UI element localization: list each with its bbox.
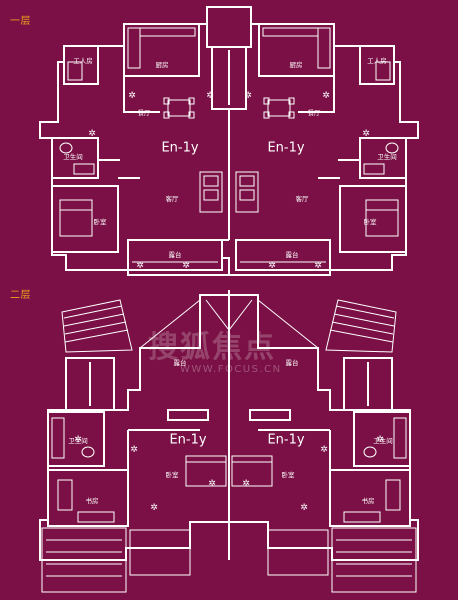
room-label-terrace: 露台 — [285, 359, 299, 367]
room-label-bedroom: 卧室 — [165, 471, 179, 479]
unit-label-first-left: En-1y — [161, 140, 199, 156]
svg-text:✲: ✲ — [150, 503, 158, 513]
svg-text:✲: ✲ — [206, 91, 214, 101]
svg-text:✲: ✲ — [300, 503, 308, 513]
svg-text:✲: ✲ — [322, 91, 330, 101]
room-label-bathroom: 卫生间 — [373, 437, 393, 445]
room-label-bedroom: 卧室 — [93, 218, 107, 226]
room-label-terrace: 露台 — [285, 251, 299, 259]
svg-text:✲: ✲ — [128, 91, 136, 101]
unit-label-first-right: En-1y — [267, 140, 305, 156]
watermark-logo-text: 搜狐焦点 — [148, 330, 276, 365]
svg-text:✲: ✲ — [136, 261, 144, 271]
room-label-study: 书房 — [85, 497, 99, 505]
room-label-terrace: 露台 — [168, 251, 182, 259]
first-floor-walls — [39, 6, 419, 276]
room-label-bathroom: 卫生间 — [68, 437, 88, 445]
svg-text:✲: ✲ — [208, 479, 216, 489]
svg-text:✲: ✲ — [74, 435, 82, 445]
svg-text:✲: ✲ — [242, 479, 250, 489]
svg-text:✲: ✲ — [362, 129, 370, 139]
svg-text:✲: ✲ — [268, 261, 276, 271]
unit-label-second-right: En-1y — [267, 432, 305, 448]
second-floor-label: 二层 — [10, 290, 31, 301]
svg-text:✲: ✲ — [320, 445, 328, 455]
room-label-dining: 餐厅 — [307, 109, 321, 117]
svg-text:✲: ✲ — [130, 445, 138, 455]
room-label-kitchen: 厨房 — [155, 61, 169, 69]
room-label-bathroom: 卫生间 — [377, 153, 397, 161]
svg-text:✲: ✲ — [244, 91, 252, 101]
room-label-kitchen: 厨房 — [289, 61, 303, 69]
unit-label-second-left: En-1y — [169, 432, 207, 448]
room-label-living: 客厅 — [295, 195, 309, 203]
room-label-terrace: 露台 — [173, 359, 187, 367]
svg-text:✲: ✲ — [88, 129, 96, 139]
room-label-worker-room: 工人房 — [73, 57, 93, 65]
room-label-living: 客厅 — [165, 195, 179, 203]
svg-text:✲: ✲ — [182, 261, 190, 271]
svg-text:✲: ✲ — [314, 261, 322, 271]
room-label-bedroom: 卧室 — [363, 218, 377, 226]
svg-text:✲: ✲ — [376, 435, 384, 445]
light-symbols: ✲ ✲ ✲ ✲ ✲ ✲ ✲ ✲ ✲ ✲ ✲ ✲ ✲ ✲ ✲ ✲ ✲ ✲ — [74, 91, 384, 513]
roof-tiles — [41, 299, 417, 593]
room-label-study: 书房 — [361, 497, 375, 505]
second-floor-walls — [39, 290, 419, 561]
room-label-dining: 餐厅 — [137, 109, 151, 117]
room-label-worker-room: 工人房 — [367, 57, 387, 65]
first-floor-label: 一层 — [10, 16, 31, 27]
watermark-url: WWW.FOCUS.CN — [180, 364, 282, 375]
room-label-bathroom: 卫生间 — [63, 153, 83, 161]
room-label-bedroom: 卧室 — [281, 471, 295, 479]
